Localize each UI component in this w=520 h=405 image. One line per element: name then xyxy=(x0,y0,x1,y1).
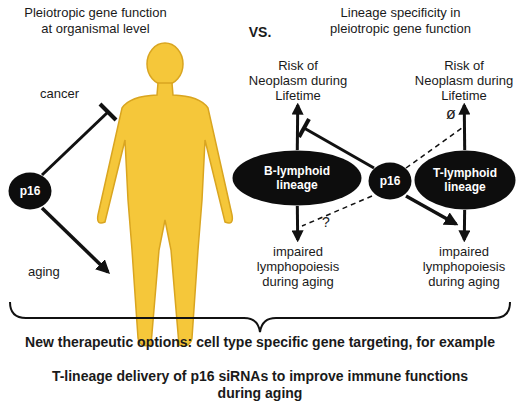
node-text: impaired lymphopoiesis during aging xyxy=(250,244,346,289)
node-content: Risk of Neoplasm during Lifetime xyxy=(248,55,348,105)
node-content: B-lymphoid lineage xyxy=(232,150,362,206)
panel-heading: Pleiotropic gene function at organismal … xyxy=(18,5,173,37)
node-content: impaired lymphopoiesis during aging xyxy=(250,240,346,292)
unknown-mark: ? xyxy=(318,214,334,231)
node-content: Risk of Neoplasm during Lifetime xyxy=(414,55,514,105)
ellipse-shape xyxy=(369,163,412,200)
node-text: Risk of Neoplasm during Lifetime xyxy=(248,58,348,103)
outcome-text: impaired lymphopoiesis during aging xyxy=(250,240,346,292)
inhibition-bar xyxy=(100,104,116,120)
node-text: T-lymphoid lineage xyxy=(424,166,506,194)
conclusion-text: New therapeutic options: cell type speci… xyxy=(22,334,498,351)
node-text: p16 xyxy=(380,174,401,188)
gene-ellipse: p16 xyxy=(368,162,412,200)
connector-arrow xyxy=(463,210,466,240)
ellipse-shape xyxy=(233,151,362,206)
lineage-ellipse: B-lymphoid lineage xyxy=(232,150,362,206)
connector-arrow xyxy=(463,105,466,150)
inhibition-bar xyxy=(299,119,309,137)
inhibition-line xyxy=(42,112,108,175)
curly-brace xyxy=(10,302,510,332)
ellipse-shape xyxy=(415,151,516,210)
no-effect-symbol: ø xyxy=(441,104,461,123)
node-content: p16 xyxy=(8,172,52,210)
ellipse-shape xyxy=(9,173,52,210)
connector-arrow xyxy=(296,206,299,240)
human-figure xyxy=(98,43,233,346)
promotion-arrow xyxy=(42,208,108,272)
lineage-ellipse: T-lymphoid lineage xyxy=(414,150,516,210)
node-text: impaired lymphopoiesis during aging xyxy=(416,244,512,289)
node-text: B-lymphoid lineage xyxy=(242,164,352,192)
node-text: Risk of Neoplasm during Lifetime xyxy=(414,58,514,103)
outcome-text: Risk of Neoplasm during Lifetime xyxy=(414,55,514,105)
versus-label: VS. xyxy=(238,24,282,41)
effect-label: cancer xyxy=(40,86,100,102)
outcome-text: Risk of Neoplasm during Lifetime xyxy=(248,55,348,105)
gene-ellipse: p16 xyxy=(8,172,52,210)
conclusion-text: T-lineage delivery of p16 siRNAs to impr… xyxy=(50,368,470,402)
node-content: p16 xyxy=(368,162,412,200)
outcome-text: impaired lymphopoiesis during aging xyxy=(416,240,512,292)
connector-arrow xyxy=(296,105,299,150)
node-content: T-lymphoid lineage xyxy=(414,150,516,210)
effect-label: aging xyxy=(28,264,78,280)
node-text: p16 xyxy=(20,184,41,198)
node-content: impaired lymphopoiesis during aging xyxy=(416,240,512,292)
panel-heading: Lineage specificity in pleiotropic gene … xyxy=(318,5,483,37)
